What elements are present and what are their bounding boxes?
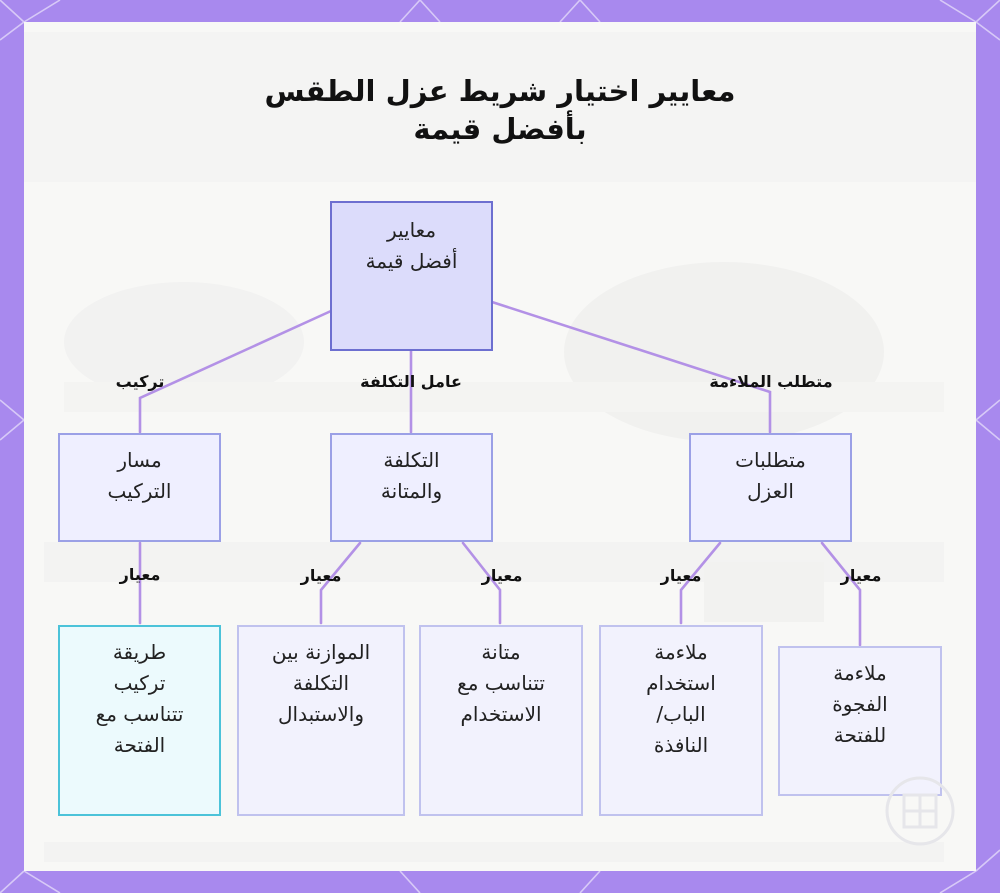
edge-fit-gap [820, 541, 862, 647]
leaf-door-line-3: الباب/ [656, 702, 706, 726]
leaf-install-method: طريقة تركيب تتناسب مع الفتحة [58, 625, 221, 816]
leaf-install-line-3: تتناسب مع [95, 702, 184, 726]
leaf-install-line-2: تركيب [113, 671, 166, 695]
watermark-icon [885, 776, 955, 846]
install-path-node: مسار التركيب [58, 433, 221, 542]
cost-durability-node: التكلفة والمتانة [330, 433, 493, 542]
leaf-door-line-1: ملاءمة [654, 640, 708, 664]
edge-cost-durability [461, 541, 502, 625]
leaf-door-line-4: النافذة [653, 733, 709, 757]
fit-node-line-2: العزل [747, 479, 794, 503]
criterion-label-door: معيار [660, 566, 702, 585]
install-node-line-1: مسار [117, 448, 162, 472]
leaf-balance-line-3: والاستبدال [277, 702, 365, 726]
edge-root-fit [490, 300, 772, 434]
edge-label-install: تركيب [115, 372, 165, 391]
insulation-requirements-node: متطلبات العزل [689, 433, 852, 542]
install-node-line-2: التركيب [107, 479, 172, 503]
root-node-line-1: معايير [386, 218, 437, 242]
leaf-install-line-1: طريقة [112, 640, 167, 664]
root-node: معايير أفضل قيمة [330, 201, 493, 351]
criterion-label-balance: معيار [300, 566, 342, 585]
edge-root-install [138, 309, 333, 434]
leaf-install-line-4: الفتحة [113, 733, 166, 757]
edge-label-cost: عامل التكلفة [360, 372, 462, 391]
leaf-durability-line-3: الاستخدام [460, 702, 542, 726]
title-line-2: بأفضل قيمة [413, 112, 587, 146]
leaf-gap-line-1: ملاءمة [833, 661, 887, 685]
edge-cost-balance [319, 541, 362, 625]
fit-node-line-1: متطلبات [735, 448, 806, 472]
criterion-label-gap: معيار [840, 566, 882, 585]
root-node-line-2: أفضل قيمة [365, 249, 458, 273]
diagram-title: معايير اختيار شريط عزل الطقس بأفضل قيمة [240, 72, 760, 148]
leaf-gap-fit: ملاءمة الفجوة للفتحة [778, 646, 942, 796]
leaf-durability: متانة تتناسب مع الاستخدام [419, 625, 583, 816]
leaf-cost-balance: الموازنة بين التكلفة والاستبدال [237, 625, 405, 816]
edge-fit-door [679, 541, 722, 625]
criterion-label-install: معيار [119, 565, 161, 584]
cost-node-line-2: والمتانة [380, 479, 443, 503]
leaf-door-line-2: استخدام [646, 671, 716, 695]
cost-node-line-1: التكلفة [383, 448, 440, 472]
leaf-durability-line-2: تتناسب مع [457, 671, 545, 695]
leaf-gap-line-2: الفجوة [832, 692, 888, 716]
title-line-1: معايير اختيار شريط عزل الطقس [264, 74, 736, 108]
leaf-balance-line-1: الموازنة بين [271, 640, 371, 664]
edge-label-fit: متطلب الملاءمة [709, 372, 833, 391]
criterion-label-durability: معيار [481, 566, 523, 585]
leaf-gap-line-3: للفتحة [833, 723, 887, 747]
leaf-door-window-fit: ملاءمة استخدام الباب/ النافذة [599, 625, 763, 816]
leaf-balance-line-2: التكلفة [292, 671, 350, 695]
leaf-durability-line-1: متانة [481, 640, 521, 664]
